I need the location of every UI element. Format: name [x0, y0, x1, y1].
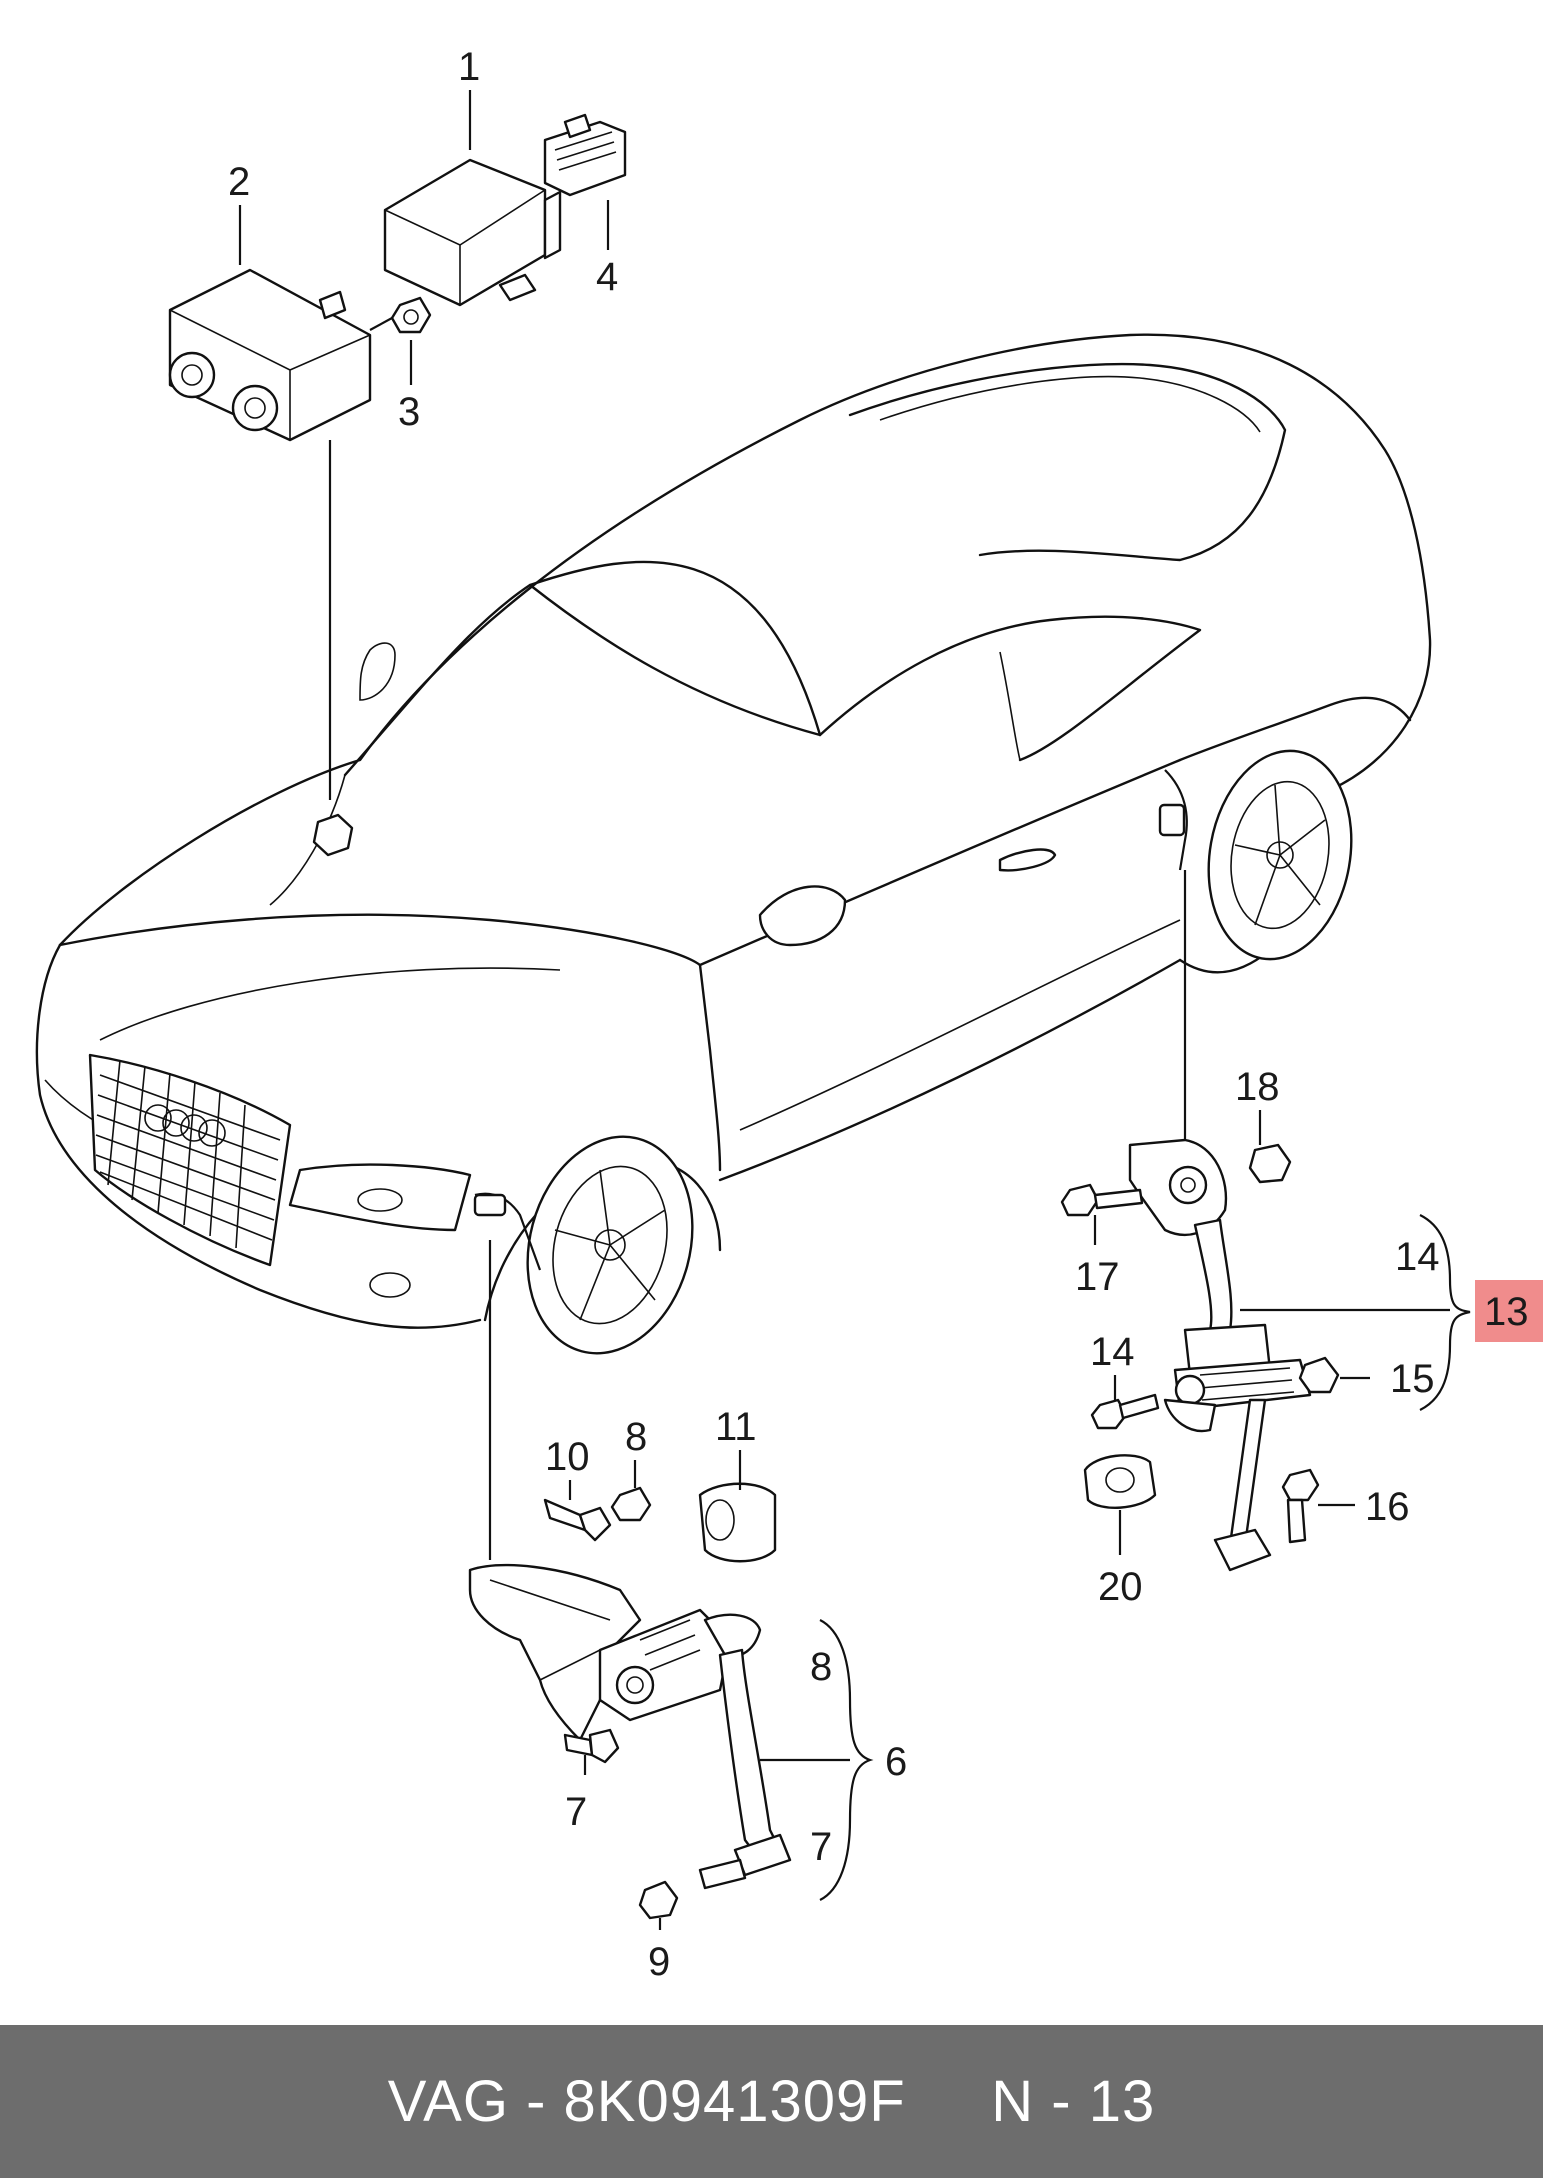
callout-11: 11 [715, 1405, 757, 1449]
callout-3: 3 [398, 390, 420, 434]
callout-16: 16 [1365, 1485, 1410, 1529]
callout-10: 10 [545, 1435, 590, 1479]
footer-gap [906, 2069, 992, 2134]
callout-labels: 1 2 3 4 10 8 11 8 6 7 7 9 18 17 14 14 15… [228, 45, 1543, 1984]
callout-8-bracket: 8 [810, 1645, 832, 1689]
callout-8-top: 8 [625, 1415, 647, 1459]
callout-15: 15 [1390, 1357, 1435, 1401]
brand-rings-emblem [144, 1104, 226, 1147]
callout-9: 9 [648, 1940, 670, 1984]
callout-20: 20 [1098, 1565, 1143, 1609]
callout-17: 17 [1075, 1255, 1120, 1299]
highlight-box-13 [1475, 1280, 1543, 1342]
part-number-footer: VAG - 8K0941309F N - 13 [0, 2025, 1543, 2178]
part-number: 8K0941309F [563, 2069, 906, 2134]
part-3-nut [390, 296, 432, 334]
exploded-parts-diagram: 1 2 3 4 10 8 11 8 6 7 7 9 18 17 14 14 15… [35, 45, 1543, 1984]
callout-2: 2 [228, 160, 250, 204]
callout-14-bracket: 14 [1395, 1235, 1440, 1279]
grille-pattern [95, 1059, 281, 1249]
callout-1: 1 [458, 45, 480, 89]
brand-name: VAG [387, 2069, 509, 2134]
callout-13-highlighted: 13 [1484, 1290, 1529, 1334]
leader-lines [238, 90, 1471, 1930]
part-2-control-unit [168, 268, 372, 442]
footer-separator: - [508, 2069, 564, 2134]
car-illustration [35, 333, 1432, 1355]
rear-level-sensor-assembly [1060, 1138, 1340, 1572]
reference-prefix: N [991, 2069, 1035, 2134]
callout-14: 14 [1090, 1330, 1135, 1374]
part-4-connector [543, 113, 627, 197]
part-1-control-unit [383, 158, 562, 307]
rear-wheel [1207, 749, 1353, 961]
footer-separator-2: - [1034, 2069, 1089, 2134]
callout-4: 4 [596, 255, 618, 299]
front-level-sensor-assembly [468, 1482, 792, 1920]
callout-6: 6 [885, 1740, 907, 1784]
callout-7: 7 [565, 1790, 587, 1834]
reference-number: 13 [1088, 2069, 1156, 2134]
footer-caption: VAG - 8K0941309F N - 13 [388, 2068, 1155, 2135]
callout-18: 18 [1235, 1065, 1280, 1109]
callout-7-bracket: 7 [810, 1825, 832, 1869]
front-wheel [526, 1135, 694, 1355]
